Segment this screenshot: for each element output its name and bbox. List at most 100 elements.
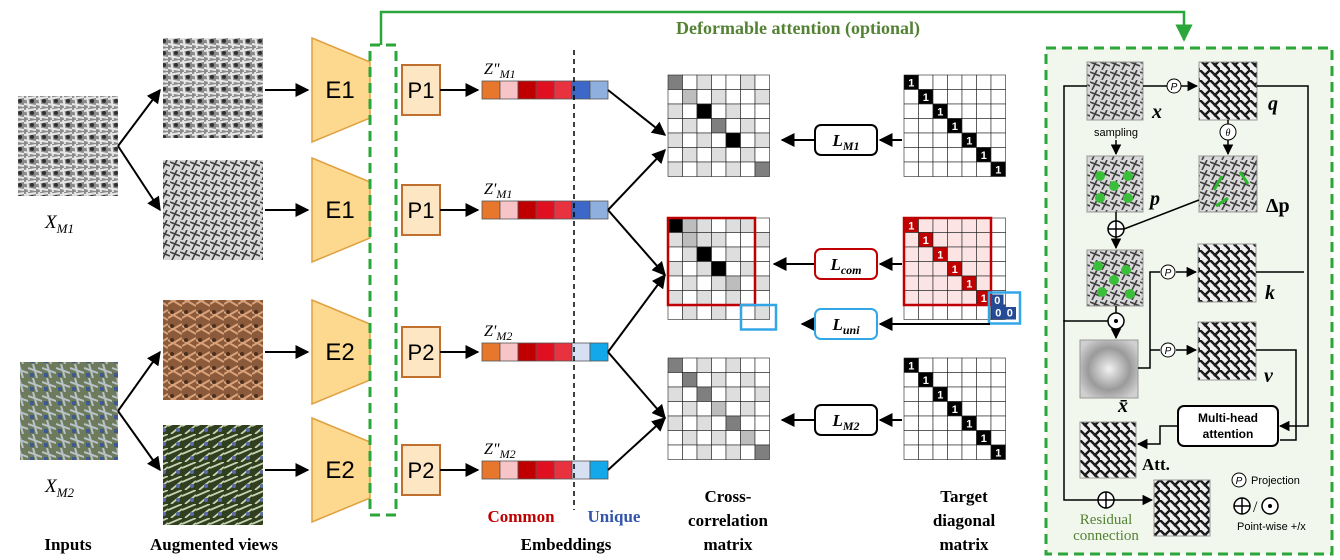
cross-cell (740, 232, 756, 248)
target-cell (918, 147, 934, 163)
target-cell (976, 261, 992, 277)
target-value: 1 (966, 419, 972, 431)
cross-cell (725, 401, 741, 417)
target-cell (918, 415, 934, 431)
loss-4: LM2 (780, 404, 902, 436)
target-cell (903, 89, 919, 105)
target-cell (903, 290, 919, 306)
target-cell (961, 232, 977, 248)
cross-cell (667, 74, 683, 90)
target-cell (932, 372, 948, 388)
cross-cell (740, 386, 756, 402)
target-cell (990, 401, 1006, 417)
embedding-cell-1-7 (589, 80, 609, 100)
proj-node-k: P (1165, 268, 1172, 279)
target-cell (918, 290, 934, 306)
cross-cell (682, 304, 698, 320)
label-cross-line2: correlation (688, 511, 768, 530)
label-augmented-views: Augmented views (150, 535, 278, 554)
panel-residual-line1: Residual (1080, 512, 1133, 528)
cross-cell (754, 132, 770, 148)
panel-k-label: k (1265, 282, 1275, 304)
cross-cell (667, 357, 683, 373)
cross-cell (682, 103, 698, 119)
target-cell (903, 246, 919, 262)
cross-cell (754, 304, 770, 320)
cross-cell (711, 430, 727, 446)
cross-correlation-matrix-1 (667, 74, 770, 177)
cross-cell (696, 118, 712, 134)
target-cell (976, 132, 992, 148)
label-embeddings: Embeddings (521, 535, 612, 554)
target-cell (990, 118, 1006, 134)
target-cell (990, 275, 1006, 291)
target-cell (990, 261, 1006, 277)
cross-cell (740, 304, 756, 320)
cross-cell (740, 246, 756, 262)
cross-cell (696, 275, 712, 291)
embedding-cell-2-1 (481, 200, 501, 220)
cross-cell (682, 147, 698, 163)
embedding-cell-4-4 (535, 460, 555, 480)
target-cell (961, 401, 977, 417)
encoder-label-2: E1 (325, 197, 354, 224)
inputs-group: XM1 XM2 (18, 88, 161, 500)
embedding-cell-4-5 (553, 460, 573, 480)
embedding-cell-3-2 (499, 342, 519, 362)
cross-cell (754, 74, 770, 90)
panel-xbar-image (1079, 339, 1139, 399)
target-cell (918, 386, 934, 402)
panel-att-image (1079, 421, 1137, 479)
target-value: 1 (937, 390, 943, 402)
target-cell (990, 103, 1006, 119)
cross-correlation-matrix-2 (667, 217, 770, 320)
target-cell (947, 246, 963, 262)
target-value: 1 (908, 78, 914, 90)
cross-cell (667, 232, 683, 248)
cross-cell (725, 89, 741, 105)
cross-cell (725, 261, 741, 277)
cross-cell (754, 147, 770, 163)
projector-label-4: P2 (408, 458, 435, 483)
cross-cell (725, 357, 741, 373)
target-cell (947, 103, 963, 119)
cross-cell (740, 401, 756, 417)
target-cell (932, 132, 948, 148)
target-cell (976, 386, 992, 402)
target-value: 1 (923, 235, 929, 247)
cross-cell (682, 118, 698, 134)
cross-cell (711, 372, 727, 388)
cross-cell (754, 430, 770, 446)
target-cell (990, 415, 1006, 431)
cross-cell (682, 444, 698, 460)
cross-cell (754, 290, 770, 306)
unique-zero-cell (991, 294, 1004, 307)
embedding-cell-1-2 (499, 80, 519, 100)
cross-cell (711, 147, 727, 163)
cross-cell (682, 74, 698, 90)
target-cell (990, 132, 1006, 148)
bottom-labels: Inputs Augmented views Common Unique Emb… (44, 487, 995, 554)
target-cell (918, 132, 934, 148)
target-cell (961, 261, 977, 277)
deformable-attention-link: Deformable attention (optional) (379, 10, 1193, 45)
cross-cell (725, 304, 741, 320)
cross-cell (754, 275, 770, 291)
embedding-cell-3-1 (481, 342, 501, 362)
target-cell (990, 161, 1006, 177)
target-cell (976, 357, 992, 373)
target-cell (976, 118, 992, 134)
cross-cell (725, 147, 741, 163)
panel-dp-image (1198, 155, 1258, 213)
panel-v-label: v (1264, 365, 1274, 387)
target-cell (961, 74, 977, 90)
target-cell (990, 357, 1006, 373)
loss-box-3 (814, 308, 878, 340)
cross-cell (740, 103, 756, 119)
cross-cell (682, 161, 698, 177)
unique-zero-value: 0 (994, 295, 1000, 307)
cross-cell (725, 290, 741, 306)
loss-1: LM1 (780, 124, 902, 156)
